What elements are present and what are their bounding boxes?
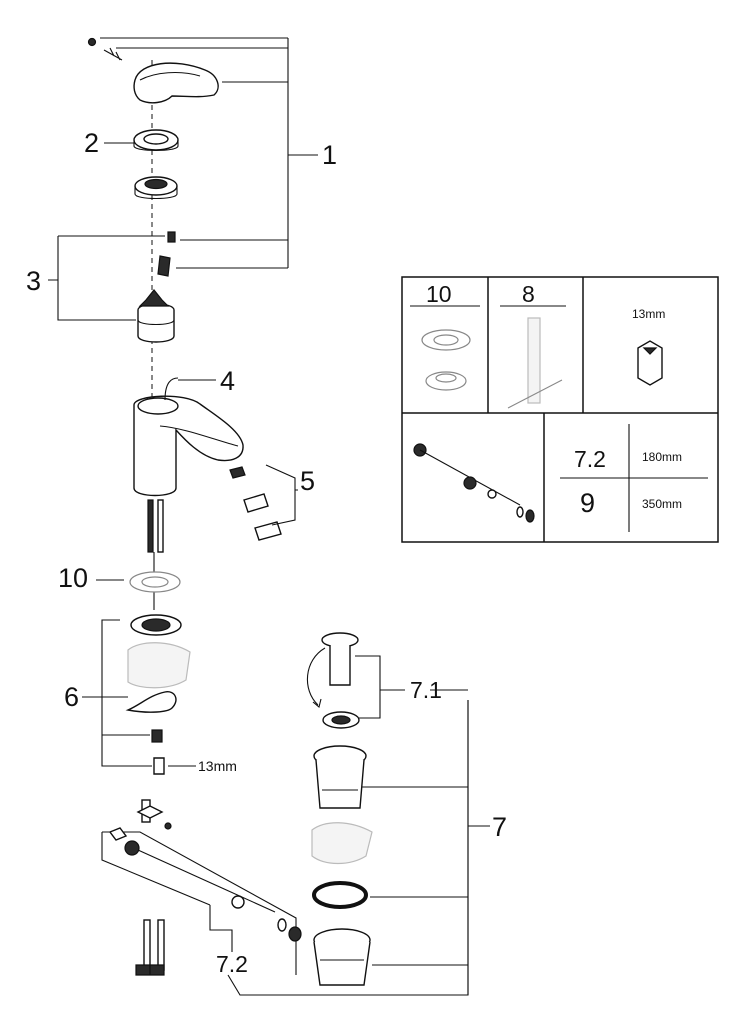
- callout-10: 10: [58, 563, 88, 593]
- callout-3: 3: [26, 266, 41, 296]
- callout-7-1: 7.1: [410, 677, 442, 703]
- box-length-180: 180mm: [642, 450, 682, 464]
- lever-handle-part: [133, 62, 219, 104]
- box-length-350: 350mm: [642, 497, 682, 511]
- handle-assembly: [48, 37, 318, 470]
- accessory-box: 10 8 13mm 7.2 9 180mm 350mm: [401, 276, 719, 543]
- popup-rod-assembly: [101, 700, 469, 996]
- box-heading-8: 8: [522, 281, 535, 307]
- aerator-part: [243, 493, 269, 513]
- callout-1: 1: [322, 140, 337, 170]
- box-tool-part: [527, 317, 541, 404]
- box-row-9: 9: [580, 488, 595, 518]
- callout-7-2: 7.2: [216, 951, 248, 977]
- grub-screw-part: [87, 37, 97, 47]
- mounting-bracket-part: [125, 691, 177, 713]
- mounting-assembly: [82, 571, 196, 775]
- small-screw-part: [167, 231, 176, 243]
- callout-labels: 1 2 3 4 5 10 6 13mm 7.1 7 7.2: [26, 128, 507, 977]
- drain-assembly: [306, 632, 490, 995]
- drain-gasket-part: [312, 881, 368, 909]
- box-nut-part: [637, 340, 663, 386]
- pivot-ball-part: [124, 840, 140, 856]
- callout-7: 7: [492, 812, 507, 842]
- callout-2: 2: [84, 128, 99, 158]
- spout-body-part: [133, 395, 244, 497]
- popup-cap-part: [321, 632, 359, 648]
- box-wrench-size: 13mm: [632, 307, 665, 321]
- mounting-nut-part: [153, 757, 165, 775]
- box-heading-10: 10: [426, 281, 452, 307]
- callout-13mm: 13mm: [198, 758, 237, 774]
- callout-5: 5: [300, 466, 315, 496]
- faucet-body: [133, 377, 298, 610]
- callout-6: 6: [64, 682, 79, 712]
- callout-4: 4: [220, 366, 235, 396]
- box-row-7-2: 7.2: [574, 446, 606, 472]
